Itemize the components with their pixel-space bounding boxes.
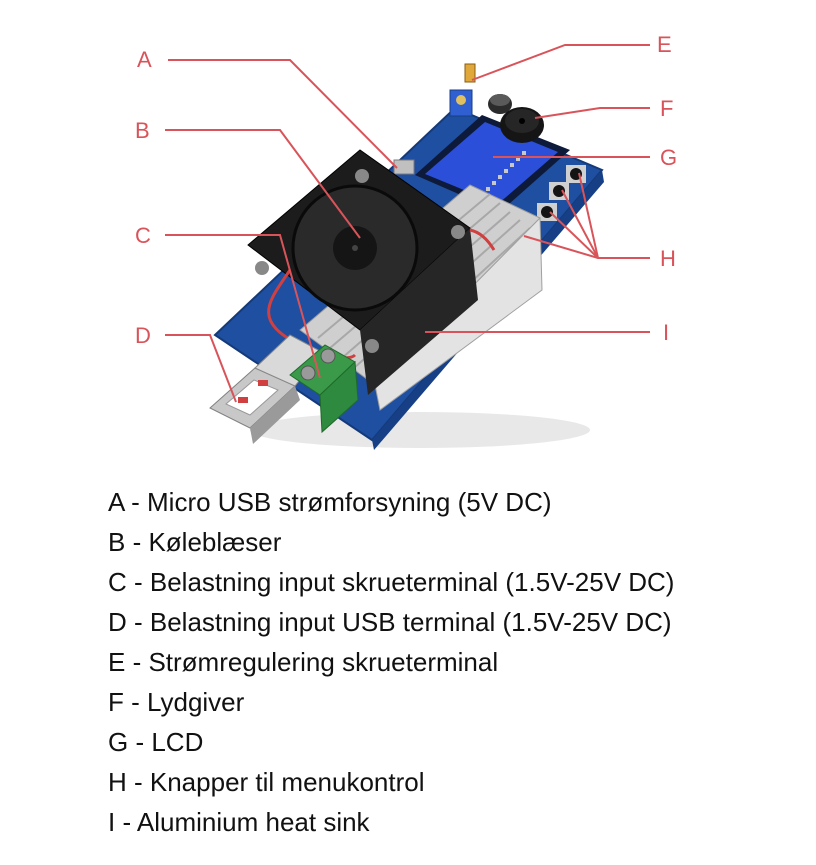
board-diagram: A B C D E F G H I <box>0 0 816 470</box>
callout-letter-e: E <box>657 32 672 57</box>
leader-d <box>165 335 236 402</box>
callout-letter-d: D <box>135 323 151 348</box>
legend-item: F - Lydgiver <box>108 682 674 722</box>
component-legend: A - Micro USB strømforsyning (5V DC) B -… <box>108 482 674 842</box>
load-tester-board <box>210 64 604 450</box>
callout-letter-c: C <box>135 223 151 248</box>
legend-item: B - Køleblæser <box>108 522 674 562</box>
callout-letter-f: F <box>660 96 673 121</box>
buzzer <box>500 107 544 143</box>
legend-item: A - Micro USB strømforsyning (5V DC) <box>108 482 674 522</box>
legend-item: H - Knapper til menukontrol <box>108 762 674 802</box>
legend-item: G - LCD <box>108 722 674 762</box>
callout-letter-b: B <box>135 118 150 143</box>
legend-item: C - Belastning input skrueterminal (1.5V… <box>108 562 674 602</box>
leader-f <box>535 108 650 118</box>
callout-letter-a: A <box>137 47 152 72</box>
legend-item: D - Belastning input USB terminal (1.5V-… <box>108 602 674 642</box>
potentiometer <box>450 64 475 116</box>
callout-letter-h: H <box>660 246 676 271</box>
legend-item: I - Aluminium heat sink <box>108 802 674 842</box>
leader-e <box>472 45 650 80</box>
callout-letter-i: I <box>663 320 669 345</box>
board-shadow <box>250 412 590 448</box>
legend-item: E - Strømregulering skrueterminal <box>108 642 674 682</box>
callout-letter-g: G <box>660 145 677 170</box>
